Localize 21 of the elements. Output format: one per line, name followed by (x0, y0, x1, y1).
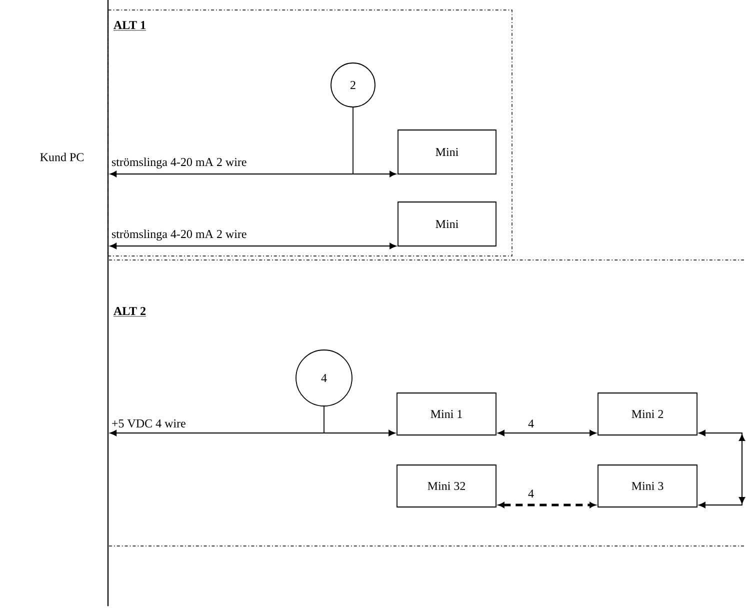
arrow (110, 430, 396, 436)
edge-label: +5 VDC 4 wire (112, 419, 186, 428)
device-label: Kund PC (40, 152, 84, 162)
device-box: Mini 2 (598, 392, 698, 436)
device-box: Mini (398, 202, 496, 246)
edge-label: strömslinga 4-20 mA 2 wire (112, 230, 246, 241)
device-box: Mini 32 (396, 464, 496, 508)
edge-label: 4 (528, 420, 534, 428)
device-box: Mini 1 (396, 392, 496, 436)
device-box: Mini 3 (598, 464, 698, 508)
edge-label: 4 (528, 490, 534, 498)
section-heading: ALT 1 (113, 21, 146, 31)
arrow (498, 430, 596, 436)
arrow (110, 170, 396, 178)
arrow (110, 242, 396, 250)
arrow (698, 430, 746, 508)
arrow (498, 502, 596, 508)
edge-label: strömslinga 4-20 mA 2 wire (112, 158, 246, 169)
device-box: Mini (398, 130, 496, 174)
leader-line (352, 107, 354, 174)
section-heading: ALT 2 (113, 307, 146, 317)
